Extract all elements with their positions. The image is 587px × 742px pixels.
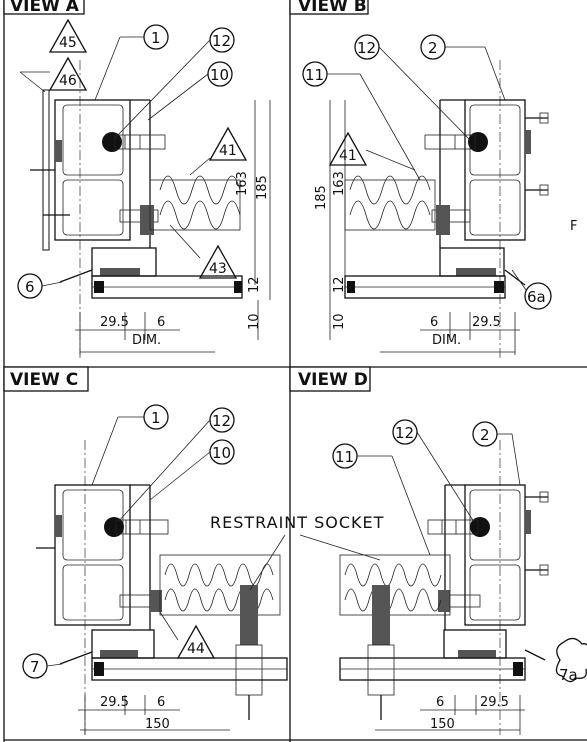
callout-b-11: 11 bbox=[305, 66, 324, 84]
tri-c-44: 44 bbox=[187, 641, 205, 657]
insulation-coils-b bbox=[344, 175, 436, 231]
view-c-title-box: VIEW C bbox=[3, 366, 89, 392]
view-c-title: VIEW C bbox=[10, 370, 78, 390]
callout-c-7: 7 bbox=[30, 658, 40, 676]
dim-b-d1: 6 bbox=[430, 315, 438, 330]
callout-c-1: 1 bbox=[151, 409, 161, 427]
callout-a-12: 12 bbox=[212, 32, 231, 50]
dim-a-v2: 10 bbox=[247, 313, 262, 330]
dim-d-d2: 29.5 bbox=[480, 695, 509, 710]
insulation-coils-c bbox=[159, 554, 281, 616]
dim-a-v1: 12 bbox=[247, 276, 262, 293]
view-a-title: VIEW A bbox=[10, 0, 80, 16]
tri-a-41: 41 bbox=[219, 143, 237, 159]
dim-a-h1: 163 bbox=[235, 171, 250, 196]
insulation-coils-a bbox=[149, 175, 241, 231]
restraint-socket-label: RESTRAINT SOCKET bbox=[210, 513, 384, 532]
callout-c-10: 10 bbox=[212, 444, 231, 462]
callout-b-2: 2 bbox=[428, 39, 438, 57]
callout-d-12: 12 bbox=[395, 424, 414, 442]
view-b: 185 163 12 10 6 29.5 DIM. 12 2 11 6a 41 … bbox=[302, 34, 577, 360]
dim-a-d1: 29.5 bbox=[100, 315, 129, 330]
dim-b-v2: 10 bbox=[332, 313, 347, 330]
dim-b-d2: 29.5 bbox=[472, 315, 501, 330]
view-c: 29.5 6 150 1 12 10 7 44 bbox=[22, 404, 288, 735]
callout-a-1: 1 bbox=[151, 29, 161, 47]
view-a: 163 185 12 10 29.5 6 DIM. 1 12 10 6 45 4… bbox=[17, 18, 271, 360]
edge-letter-b: F bbox=[570, 219, 577, 234]
callout-b-6a: 6a bbox=[527, 288, 546, 306]
dim-b-overall: DIM. bbox=[432, 333, 461, 348]
callout-a-10: 10 bbox=[210, 66, 229, 84]
dim-c-overall: 150 bbox=[145, 717, 170, 732]
insulation-coils-d bbox=[339, 554, 451, 616]
view-a-title-box: VIEW A bbox=[3, 0, 85, 16]
callout-d-2: 2 bbox=[480, 426, 490, 444]
dim-d-d1: 6 bbox=[436, 695, 444, 710]
view-b-title-box: VIEW B bbox=[289, 0, 369, 16]
tri-a-43: 43 bbox=[209, 261, 227, 277]
dim-b-v1: 12 bbox=[332, 276, 347, 293]
view-d: 6 29.5 150 11 12 2 7a bbox=[332, 419, 587, 735]
dim-b-h1: 163 bbox=[332, 171, 347, 196]
view-d-title-box: VIEW D bbox=[289, 366, 371, 392]
dim-c-d1: 29.5 bbox=[100, 695, 129, 710]
callout-b-12: 12 bbox=[357, 39, 376, 57]
dim-a-overall: DIM. bbox=[132, 333, 161, 348]
callout-d-11: 11 bbox=[335, 448, 354, 466]
callout-a-6: 6 bbox=[25, 278, 35, 296]
tri-a-46: 46 bbox=[59, 73, 77, 89]
dim-d-overall: 150 bbox=[430, 717, 455, 732]
dim-c-d2: 6 bbox=[157, 695, 165, 710]
dim-a-h2: 185 bbox=[255, 175, 270, 200]
view-b-title: VIEW B bbox=[298, 0, 367, 16]
tri-b-41: 41 bbox=[339, 148, 357, 164]
view-d-title: VIEW D bbox=[298, 370, 368, 390]
tri-a-45: 45 bbox=[59, 35, 77, 51]
dim-b-h2: 185 bbox=[314, 185, 329, 210]
dim-a-d2: 6 bbox=[157, 315, 165, 330]
callout-d-7a: 7a bbox=[559, 666, 578, 684]
callout-c-12: 12 bbox=[212, 412, 231, 430]
